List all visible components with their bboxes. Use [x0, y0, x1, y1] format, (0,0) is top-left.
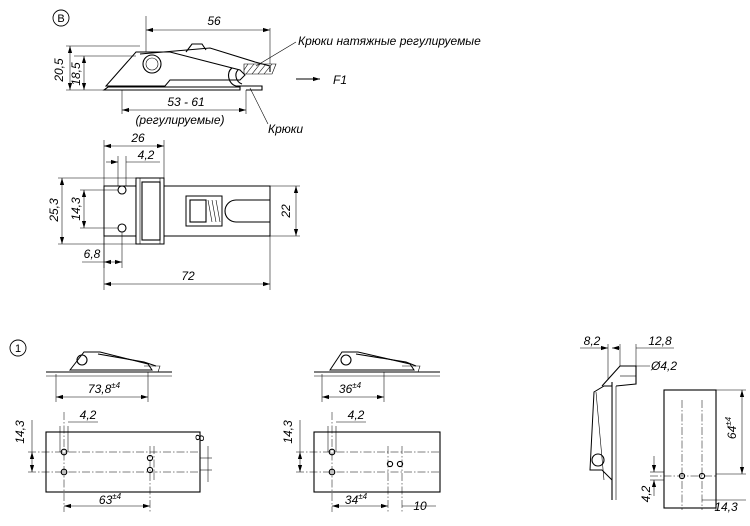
latch-side-view — [102, 43, 277, 91]
dim-53-61: 53 - 61 (регулируемые) — [121, 90, 247, 127]
dim-36: 36±4 — [321, 372, 385, 402]
dims-plan-view: 26 4,2 25,3 14,3 22 6,8 72 — [47, 131, 300, 290]
svg-text:64±4: 64±4 — [724, 416, 739, 439]
svg-text:(регулируемые): (регулируемые) — [135, 113, 224, 127]
side-plate-holes — [650, 389, 717, 510]
label-hooks-tension: Крюки натяжные регулируемые — [255, 34, 481, 67]
label-hooks: Крюки — [249, 87, 303, 136]
svg-text:73,8±4: 73,8±4 — [88, 381, 121, 396]
svg-text:Крюки: Крюки — [268, 122, 303, 136]
svg-text:25,3: 25,3 — [47, 198, 61, 223]
svg-text:8,2: 8,2 — [584, 334, 601, 348]
svg-text:26: 26 — [130, 131, 145, 145]
svg-text:8: 8 — [193, 434, 207, 441]
dims-hole-mid: 14,3 4,2 34±4 10 — [281, 408, 436, 513]
svg-text:12,8: 12,8 — [648, 334, 672, 348]
svg-text:Ø4,2: Ø4,2 — [650, 359, 677, 373]
dim-56: 56 — [145, 14, 271, 64]
svg-text:72: 72 — [181, 269, 195, 283]
svg-text:14,3: 14,3 — [13, 420, 27, 444]
svg-text:14,3: 14,3 — [714, 500, 738, 514]
svg-text:18,5: 18,5 — [69, 62, 83, 86]
svg-text:14,3: 14,3 — [69, 197, 83, 221]
dims-hole-left: 14,3 4,2 8 63±4 — [13, 408, 212, 509]
svg-text:53 - 61: 53 - 61 — [167, 95, 204, 109]
svg-text:4,2: 4,2 — [348, 408, 365, 422]
svg-text:22: 22 — [279, 204, 293, 219]
svg-text:F1: F1 — [333, 73, 347, 87]
view-1-badge-text: 1 — [15, 343, 21, 355]
svg-text:63±4: 63±4 — [99, 492, 122, 507]
hole-pattern-left — [28, 412, 201, 512]
mount-view-left — [46, 351, 172, 377]
hole-pattern-mid — [296, 412, 441, 512]
svg-text:6,8: 6,8 — [84, 247, 101, 261]
dim-73-8: 73,8±4 — [55, 372, 149, 402]
view-1-badge: 1 — [9, 339, 27, 357]
svg-text:10: 10 — [413, 499, 427, 513]
dims-side-view: 8,2 12,8 Ø4,2 — [580, 334, 677, 380]
dim-20-5-18-5: 20,5 18,5 — [52, 45, 140, 91]
latch-plan-view — [103, 177, 271, 245]
mount-view-mid — [314, 351, 440, 377]
mount-side-view — [589, 365, 637, 500]
svg-text:Крюки натяжные регулируемые: Крюки натяжные регулируемые — [298, 34, 481, 48]
svg-text:14,3: 14,3 — [281, 420, 295, 444]
svg-text:4,2: 4,2 — [80, 408, 97, 422]
view-b-badge: B — [52, 9, 70, 27]
svg-text:20,5: 20,5 — [52, 58, 66, 83]
view-b-badge-text: B — [57, 13, 64, 25]
svg-text:36±4: 36±4 — [339, 381, 362, 396]
label-force: F1 — [296, 73, 347, 87]
svg-text:4,2: 4,2 — [639, 485, 653, 502]
svg-text:4,2: 4,2 — [138, 148, 155, 162]
dims-side-plate: 64±4 4,2 14,3 — [639, 389, 746, 514]
svg-text:56: 56 — [207, 14, 221, 28]
svg-text:34±4: 34±4 — [345, 492, 368, 507]
